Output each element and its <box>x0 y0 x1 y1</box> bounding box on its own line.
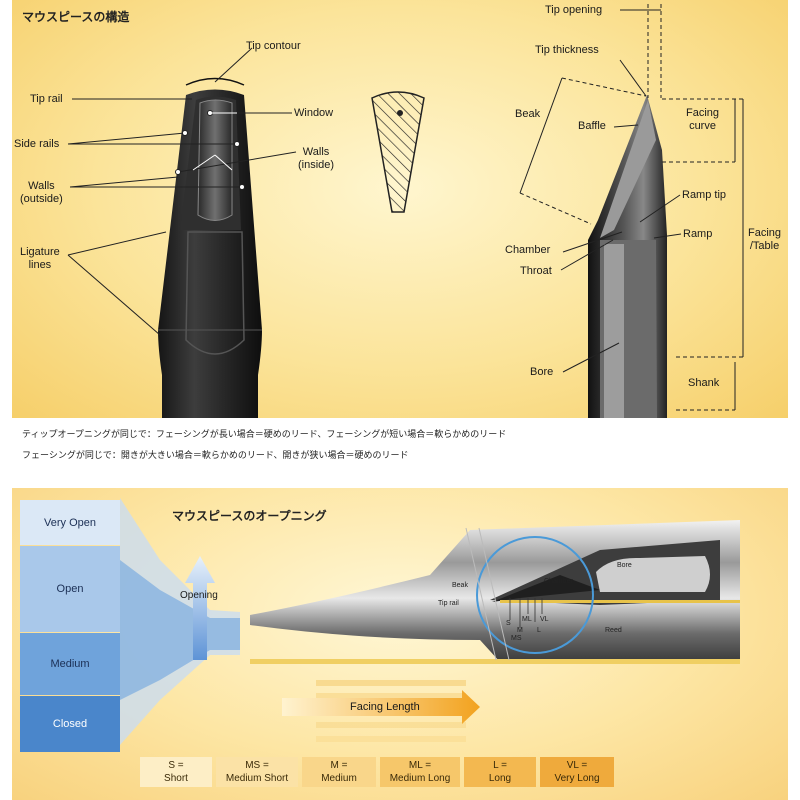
facing-short: S =Short <box>140 757 212 787</box>
facing-medium-long: ML =Medium Long <box>380 757 460 787</box>
label-shank: Shank <box>688 377 720 389</box>
detail-s: S <box>506 620 511 627</box>
label-chamber: Chamber <box>505 244 551 256</box>
label-tip-opening: Tip opening <box>545 4 603 16</box>
label-baffle: Baffle <box>578 120 606 132</box>
facing-medium-short: MS =Medium Short <box>216 757 298 787</box>
facing-length-label: Facing Length <box>350 701 420 713</box>
label-tip-thickness: Tip thickness <box>535 44 599 56</box>
detail-vl: VL <box>540 616 549 623</box>
label-ligature-lines: Ligature lines <box>20 246 60 271</box>
detail-reed: Reed <box>605 627 622 634</box>
detail-m: M <box>517 627 523 634</box>
level-very-open: Very Open <box>20 500 120 545</box>
front-mouthpiece <box>158 77 262 418</box>
opening-label: Opening <box>180 590 218 601</box>
note-line-2: フェーシングが同じで：開きが大きい場合＝軟らかめのリード、開きが狭い場合＝硬めの… <box>22 451 409 461</box>
front-callouts <box>67 47 297 336</box>
note-line-1: ティップオープニングが同じで：フェーシングが長い場合＝硬めのリード、フェーシング… <box>22 430 507 440</box>
label-ramp-tip: Ramp tip <box>682 189 727 201</box>
level-open: Open <box>20 546 120 632</box>
label-walls-inside: Walls (inside) <box>298 146 335 171</box>
detail-beak: Beak <box>452 582 468 589</box>
label-throat: Throat <box>520 265 552 277</box>
detail-ms: MS <box>511 635 522 642</box>
label-ramp: Ramp <box>683 228 713 240</box>
facing-medium: M =Medium <box>302 757 376 787</box>
opening-title: マウスピースのオープニング <box>172 509 327 523</box>
label-tip-rail: Tip rail <box>30 93 63 105</box>
label-walls-outside: Walls (outside) <box>20 180 63 205</box>
level-closed: Closed <box>20 696 120 752</box>
detail-chamber: Chamber <box>544 578 573 585</box>
detail-l: L <box>537 627 541 634</box>
detail-bore: Bore <box>617 562 632 569</box>
opening-graphics <box>120 498 740 745</box>
facing-long: L =Long <box>464 757 536 787</box>
cross-section-hatch <box>371 91 425 213</box>
label-facing-table: Facing /Table <box>748 227 782 252</box>
detail-ml: ML <box>522 616 532 623</box>
facing-very-long: VL =Very Long <box>540 757 614 787</box>
label-side-rails: Side rails <box>14 138 60 150</box>
side-mouthpiece <box>588 95 667 418</box>
detail-tip-rail: Tip rail <box>438 600 459 607</box>
side-callouts <box>519 4 744 411</box>
label-tip-contour: Tip contour <box>246 40 301 52</box>
label-window: Window <box>294 107 334 119</box>
structure-title: マウスピースの構造 <box>22 10 130 24</box>
label-facing-curve: Facing curve <box>686 107 720 132</box>
level-medium: Medium <box>20 633 120 695</box>
label-beak: Beak <box>515 108 541 120</box>
label-bore: Bore <box>530 366 554 378</box>
